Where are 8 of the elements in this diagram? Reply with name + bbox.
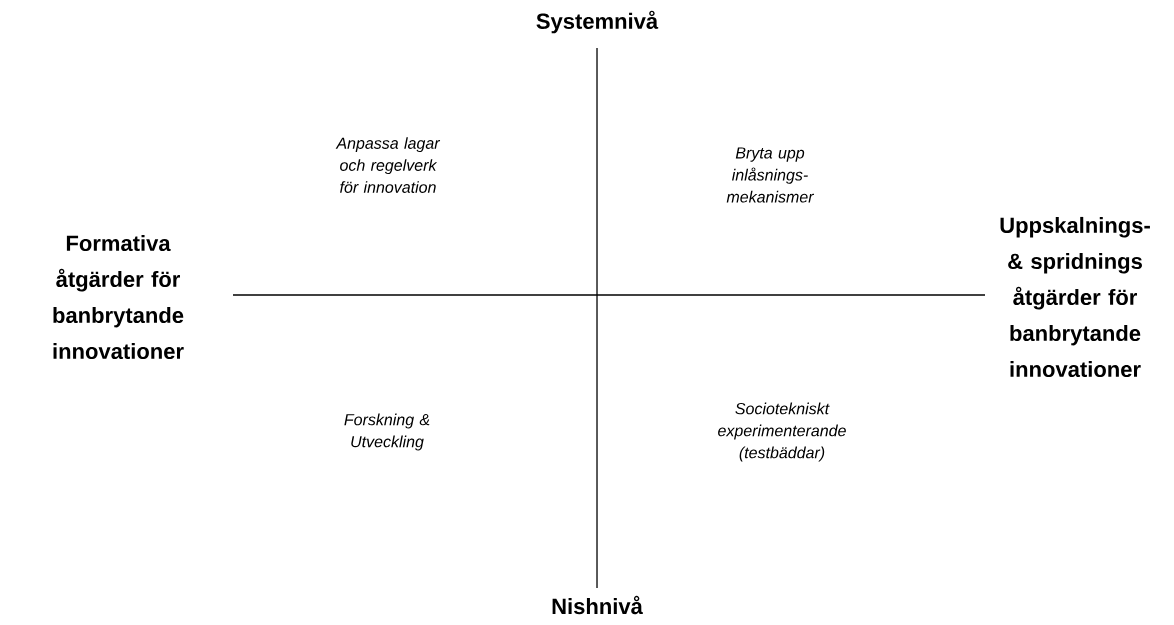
axis-label: Formativa åtgärder för banbrytande innovationer	[53, 234, 184, 360]
axis-label: Nishnivå	[552, 595, 643, 615]
axis-label: Systemnivå	[536, 10, 659, 34]
quadrant-label: Bryta upp inlåsnings- mekanismer	[726, 147, 815, 203]
axis-label: Uppskalnings- & spridnings åtgärder för banbrytande innovationer	[1000, 216, 1150, 378]
quadrant-label: Anpassa lagar och regelverk för innovation	[335, 137, 441, 193]
quadrant-label: Sociotekniskt experimenterande (testbäddar)	[718, 402, 846, 462]
quadrant-label: Forskning & Utveckling	[344, 413, 430, 451]
